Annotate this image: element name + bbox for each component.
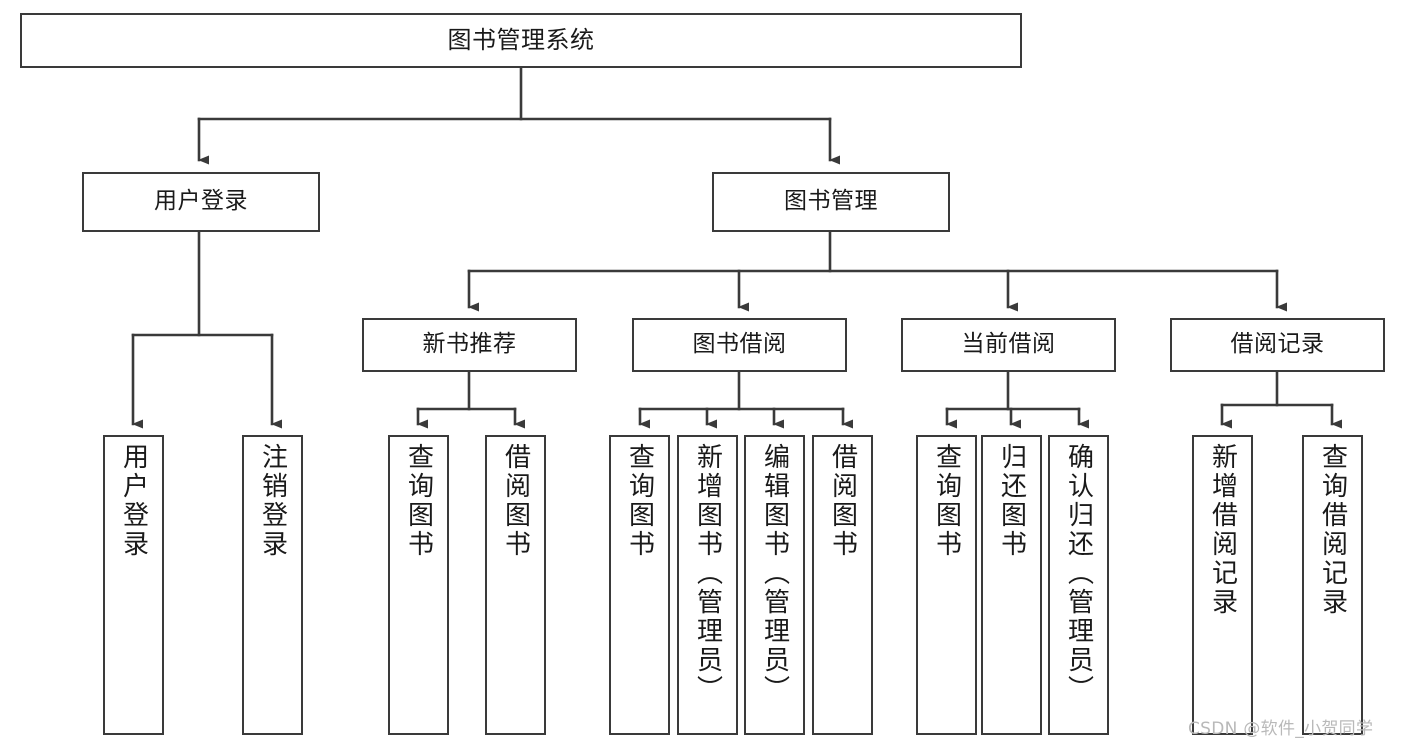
leaf-book-borrow-edit[interactable]: 编辑图书（管理员） [744,435,805,735]
node-book-borrow[interactable]: 图书借阅 [632,318,847,372]
leaf-new-book-borrow[interactable]: 借阅图书 [485,435,546,735]
leaf-current-borrow-query[interactable]: 查询图书 [916,435,977,735]
node-label: 编辑图书（管理员） [759,443,790,704]
leaf-borrow-record-add[interactable]: 新增借阅记录 [1192,435,1253,735]
node-root-system[interactable]: 图书管理系统 [20,13,1022,68]
node-label: 借阅图书 [827,443,858,559]
node-label: 查询借阅记录 [1317,443,1348,617]
node-label: 借阅图书 [500,443,531,559]
leaf-book-borrow-query[interactable]: 查询图书 [609,435,670,735]
node-new-book-recommend[interactable]: 新书推荐 [362,318,577,372]
node-label: 查询图书 [624,443,655,559]
leaf-book-borrow-borrow[interactable]: 借阅图书 [812,435,873,735]
leaf-current-borrow-return[interactable]: 归还图书 [981,435,1042,735]
leaf-new-book-query[interactable]: 查询图书 [388,435,449,735]
node-label: 借阅记录 [1230,331,1325,358]
node-label: 新书推荐 [422,331,517,358]
node-label: 图书借阅 [692,331,787,358]
node-label: 确认归还（管理员） [1063,443,1094,704]
node-label: 新增图书（管理员） [692,443,723,704]
node-label: 图书管理系统 [447,26,595,55]
leaf-current-borrow-confirm-return[interactable]: 确认归还（管理员） [1048,435,1109,735]
node-label: 查询图书 [403,443,434,559]
leaf-book-borrow-add[interactable]: 新增图书（管理员） [677,435,738,735]
node-label: 当前借阅 [961,331,1056,358]
node-label: 用户登录 [118,443,149,559]
node-label: 归还图书 [996,443,1027,559]
csdn-watermark: CSDN @软件_小贺同学 [1188,719,1374,739]
node-borrow-record[interactable]: 借阅记录 [1170,318,1385,372]
node-label: 新增借阅记录 [1207,443,1238,617]
node-label: 查询图书 [931,443,962,559]
node-current-borrow[interactable]: 当前借阅 [901,318,1116,372]
node-label: 注销登录 [257,443,288,559]
node-label: 用户登录 [154,188,248,215]
leaf-user-login-login[interactable]: 用户登录 [103,435,164,735]
leaf-user-login-logout[interactable]: 注销登录 [242,435,303,735]
node-user-login[interactable]: 用户登录 [82,172,320,232]
leaf-borrow-record-query[interactable]: 查询借阅记录 [1302,435,1363,735]
node-book-management[interactable]: 图书管理 [712,172,950,232]
node-label: 图书管理 [784,188,878,215]
